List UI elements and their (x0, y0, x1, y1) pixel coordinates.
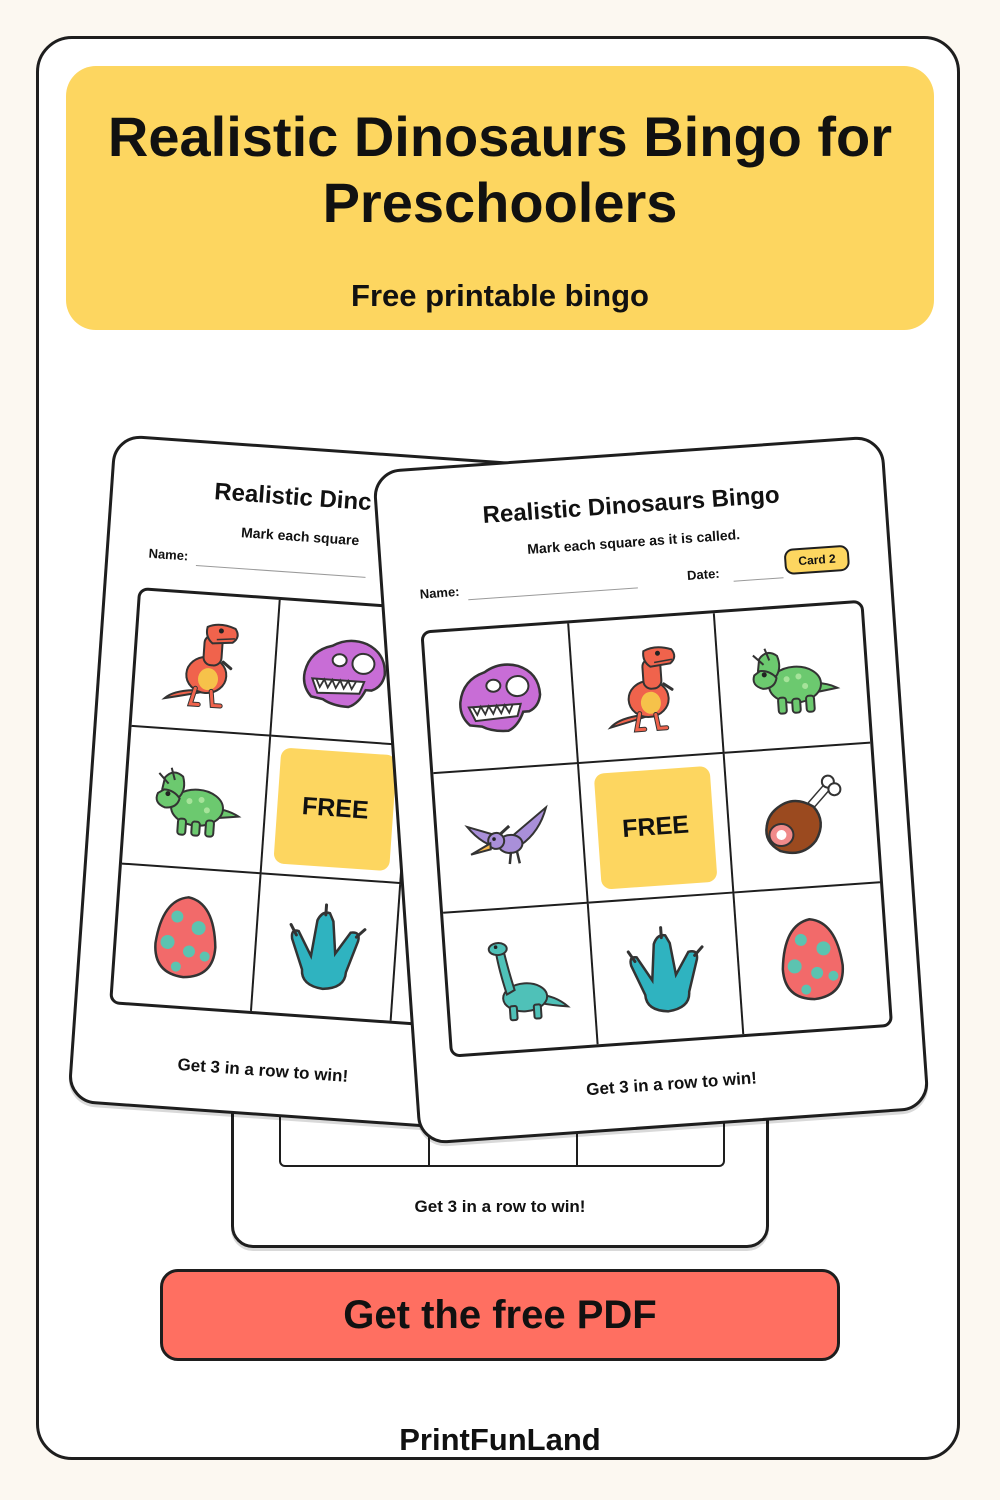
name-line (468, 587, 638, 601)
card-footer: Get 3 in a row to win! (585, 1068, 758, 1100)
footprint-icon (612, 916, 719, 1023)
footprint-icon (272, 894, 379, 1001)
bingo-cell[interactable] (131, 590, 281, 737)
bingo-cell[interactable] (443, 903, 599, 1055)
skull-icon (447, 644, 554, 751)
name-label: Name: (148, 545, 189, 564)
page-subtitle: Free printable bingo (351, 278, 649, 313)
bingo-cell[interactable] (121, 727, 272, 874)
get-free-pdf-button[interactable]: Get the free PDF (160, 1269, 840, 1361)
name-label: Name: (419, 583, 460, 602)
back-card-footer: Get 3 in a row to win! (414, 1197, 586, 1216)
name-line (195, 565, 366, 578)
t-rex-icon (152, 609, 259, 716)
bingo-grid: FREE (420, 599, 894, 1058)
card-number-badge: Card 2 (783, 544, 851, 576)
bingo-cell[interactable] (734, 884, 889, 1035)
t-rex-icon (592, 634, 699, 741)
bingo-cell[interactable] (423, 623, 579, 774)
free-square: FREE (593, 765, 718, 890)
header-banner (66, 66, 934, 330)
page-title: Realistic Dinosaurs Bingo for Preschoole… (107, 105, 893, 234)
bingo-cell[interactable] (714, 602, 871, 754)
triceratops-icon (142, 746, 249, 853)
bingo-cell[interactable] (569, 613, 725, 764)
bingo-cell[interactable] (724, 743, 881, 894)
card-footer: Get 3 in a row to win! (176, 1054, 349, 1086)
date-line (733, 577, 784, 582)
triceratops-icon (739, 624, 846, 731)
bingo-cell[interactable] (251, 873, 402, 1021)
date-label: Date: (686, 565, 721, 583)
egg-icon (759, 905, 866, 1012)
bingo-cell[interactable] (588, 893, 745, 1045)
pterodactyl-icon (457, 785, 564, 892)
bingo-cell[interactable] (112, 864, 262, 1011)
free-square: FREE (273, 747, 398, 872)
bingo-cell[interactable]: FREE (261, 736, 411, 884)
skull-icon (291, 619, 398, 726)
egg-icon (133, 884, 240, 991)
bingo-card-front: Realistic Dinosaurs Bingo Mark each squa… (372, 434, 930, 1146)
bingo-cell[interactable]: FREE (578, 753, 735, 904)
bingo-cell[interactable] (433, 763, 589, 915)
brand-name: PrintFunLand (399, 1422, 601, 1457)
brontosaurus-icon (467, 926, 574, 1033)
meat-icon (749, 764, 856, 871)
